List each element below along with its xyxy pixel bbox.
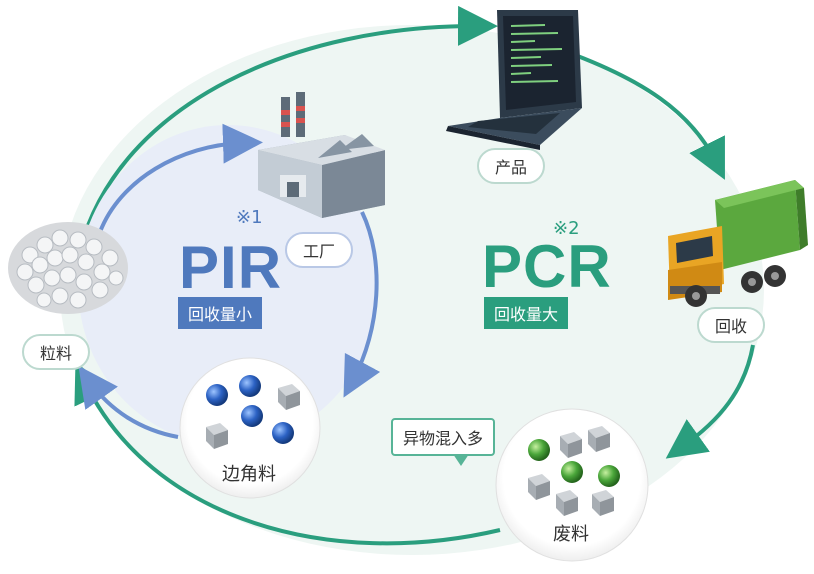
outer-arrow-truck-to-waste <box>665 344 755 459</box>
scrap-label: 边角料 <box>222 464 276 485</box>
outer-arrow-product-to-truck <box>574 53 725 180</box>
pir-term: PIR <box>179 234 283 301</box>
scrap-material-icon <box>206 375 300 449</box>
waste-label: 废料 <box>553 524 589 545</box>
inner-arrow-factory-to-scrap <box>343 211 381 398</box>
inner-arrow-scrap-to-pellets <box>78 365 179 439</box>
garbage-truck-icon <box>668 180 808 307</box>
pcr-footnote-mark: ※2 <box>553 218 580 239</box>
pcr-term: PCR <box>482 233 612 300</box>
factory-icon <box>258 92 385 218</box>
contamination-callout: 异物混入多 <box>391 418 496 466</box>
pir-tag: 回收量小 <box>178 297 263 329</box>
factory-label: 工厂 <box>285 232 354 268</box>
pellets-photo <box>8 222 128 314</box>
pellets-label: 粒料 <box>22 334 91 370</box>
product-label: 产品 <box>477 148 546 184</box>
pir-footnote-mark: ※1 <box>236 207 263 228</box>
outer-arrow-waste-to-pellets <box>74 361 501 546</box>
pcr-tag: 回收量大 <box>484 297 569 329</box>
outer-arrow-top <box>78 5 498 251</box>
laptop-icon <box>446 10 582 150</box>
waste-material-icon <box>528 426 620 516</box>
recycle-label: 回收 <box>697 307 766 343</box>
inner-arrow-pellets-to-factory <box>98 123 263 233</box>
